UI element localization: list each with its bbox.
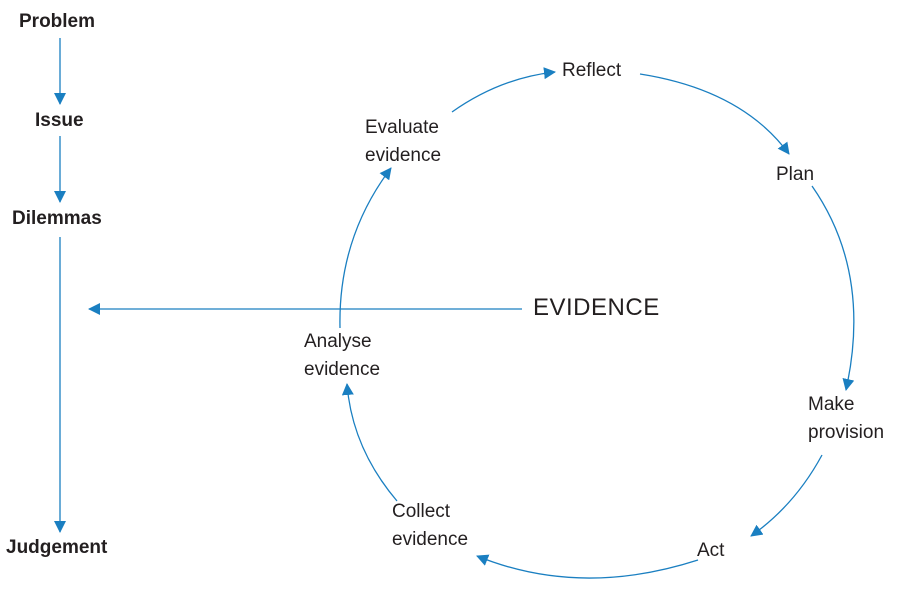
label-evidence: EVIDENCE: [533, 294, 660, 321]
label-make-provision-line2: provision: [808, 422, 885, 443]
arrow-evaluate-to-reflect: [451, 67, 556, 113]
label-plan: Plan: [776, 164, 815, 185]
label-problem: Problem: [19, 11, 96, 32]
label-analyse-evidence: Analyse evidence: [304, 328, 380, 384]
label-collect-line2: evidence: [392, 529, 469, 550]
arrow-reflect-to-plan: [639, 73, 790, 155]
arrow-plan-to-make-provision: [811, 185, 855, 391]
label-dilemmas: Dilemmas: [12, 208, 102, 229]
label-analyse-line1: Analyse: [304, 331, 372, 352]
label-issue: Issue: [35, 110, 84, 131]
label-act: Act: [697, 540, 725, 561]
arrow-analyse-to-evaluate: [339, 167, 392, 329]
label-collect-line1: Collect: [392, 501, 451, 522]
arrow-act-to-collect: [476, 554, 699, 579]
arrow-collect-to-analyse: [341, 383, 398, 502]
label-collect-evidence: Collect evidence: [392, 498, 468, 554]
label-evaluate-line1: Evaluate: [365, 117, 439, 138]
label-reflect: Reflect: [562, 60, 622, 81]
arrow-make-provision-to-act: [750, 454, 823, 537]
label-make-provision: Make provision: [808, 391, 884, 447]
label-evaluate-evidence: Evaluate evidence: [365, 114, 441, 170]
label-analyse-line2: evidence: [304, 359, 381, 380]
label-judgement: Judgement: [6, 537, 108, 558]
label-evaluate-line2: evidence: [365, 145, 442, 166]
label-make-provision-line1: Make: [808, 394, 855, 415]
